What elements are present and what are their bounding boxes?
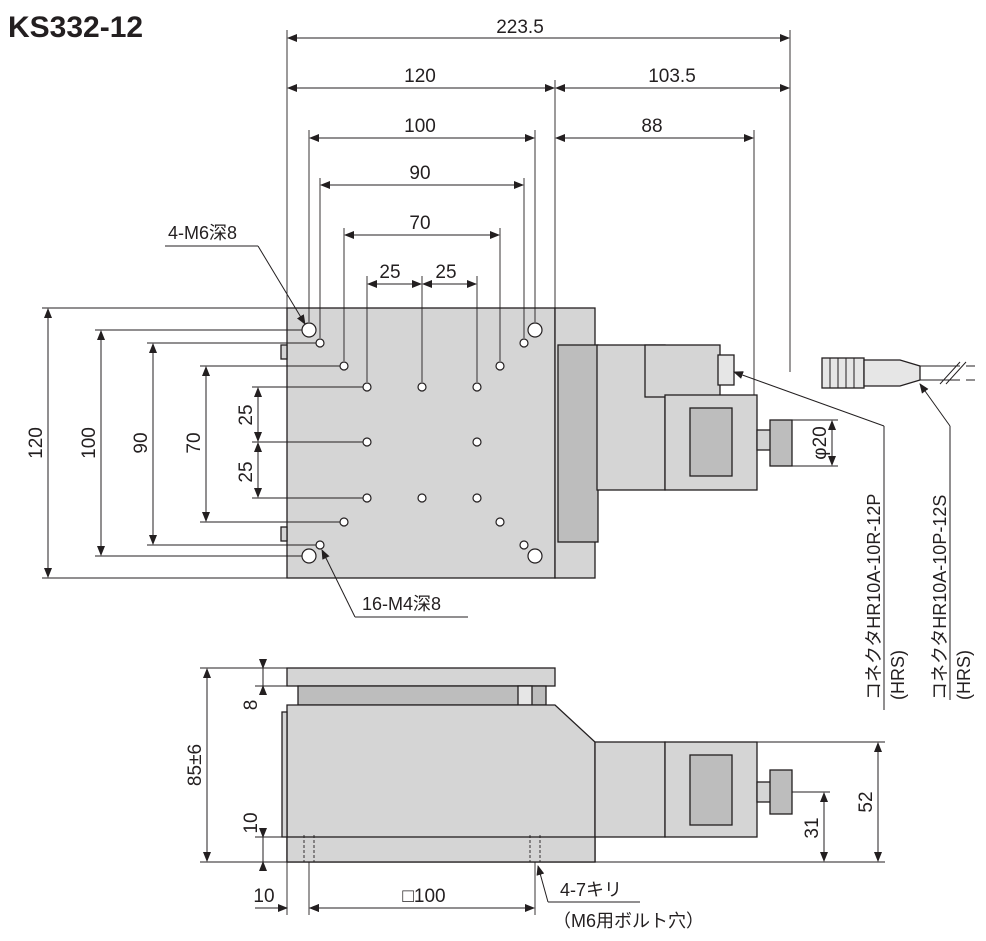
hole-m6-bl: [301, 548, 317, 564]
dim-25-v-2: 25: [236, 461, 257, 482]
stage-left-tab-2: [280, 526, 288, 542]
side-motor: [594, 741, 666, 838]
side-table: [286, 667, 556, 687]
dim-90-h: 90: [409, 163, 430, 184]
side-knob: [769, 769, 793, 815]
stage-table-top: [286, 307, 556, 579]
hole-m6-tl: [301, 322, 317, 338]
dim-25-v-1: 25: [236, 404, 257, 425]
dim-25-h-1: 25: [379, 262, 400, 283]
dim-bottom: 10: [241, 812, 262, 833]
side-base: [286, 836, 596, 863]
vertical-dimensions: 120 100 90 70 25 25: [26, 307, 363, 579]
dim-103-5: 103.5: [648, 66, 696, 87]
dim-square: □100: [402, 886, 445, 907]
dim-120-h: 120: [404, 66, 436, 87]
side-view: 85±6 8 10 10 □100 52 31 4-7キリ （M: [185, 659, 885, 931]
hole-m6-tr: [527, 322, 543, 338]
dim-100-v: 100: [79, 427, 100, 459]
dim-25-h-2: 25: [435, 262, 456, 283]
dim-70-v: 70: [184, 432, 205, 453]
dim-diameter: φ20: [810, 426, 831, 459]
connector-p-label: コネクタHR10A-10P-12S: [930, 495, 950, 700]
side-slider: [297, 685, 547, 706]
hole-note: 4-7キリ: [560, 880, 622, 900]
cable-connector: [821, 357, 975, 389]
knob-shaft: [756, 429, 772, 451]
motor-rear: [644, 344, 721, 398]
dim-left: 10: [253, 886, 274, 907]
dim-31: 31: [802, 817, 823, 838]
motor-flange: [557, 344, 599, 543]
stage-left-tab-1: [280, 344, 288, 360]
motor-tail-inner: [689, 407, 733, 477]
dim-223-5: 223.5: [496, 17, 544, 38]
dim-120-v: 120: [26, 427, 47, 459]
connector-p-maker: (HRS): [954, 650, 974, 700]
dim-70-h: 70: [409, 213, 430, 234]
callout-m4: 16-M4深8: [362, 594, 441, 614]
dim-90-v: 90: [131, 432, 152, 453]
connector-r-label: コネクタHR10A-10R-12P: [864, 494, 884, 700]
hole-note-sub: （M6用ボルト穴）: [553, 911, 704, 931]
knob: [769, 419, 793, 467]
dim-height: 85±6: [185, 744, 206, 786]
callout-m6: 4-M6深8: [168, 223, 237, 243]
horizontal-dimensions: 223.5 120 103.5 100 88 90 70: [286, 17, 791, 395]
hole-m6-br: [527, 548, 543, 564]
connector-r-maker: (HRS): [888, 650, 908, 700]
motor-connector-mount: [717, 354, 735, 386]
dim-top: 8: [241, 700, 262, 711]
dim-52: 52: [856, 791, 877, 812]
drawing-title: KS332-12: [8, 11, 143, 44]
dim-88: 88: [641, 116, 662, 137]
top-view: 223.5 120 103.5 100 88 90 70: [26, 17, 975, 710]
dim-100-h: 100: [404, 116, 436, 137]
